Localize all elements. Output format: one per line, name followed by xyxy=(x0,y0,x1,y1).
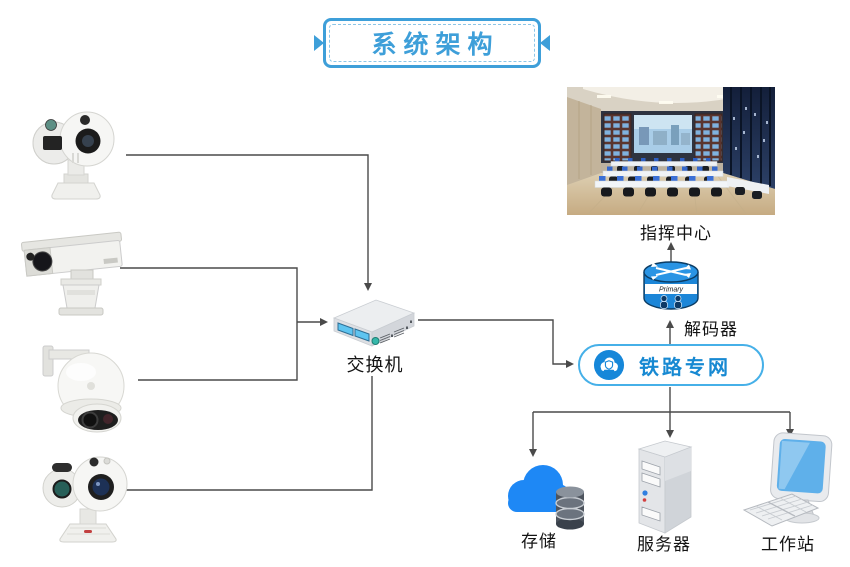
cloud-shield-icon xyxy=(593,349,625,381)
server-label: 服务器 xyxy=(637,535,691,554)
command-center-label: 指挥中心 xyxy=(640,224,712,243)
desktop-computer-icon xyxy=(742,432,833,527)
ptz-dual-sensor-camera-icon xyxy=(42,456,128,543)
diagram-title-box: 系统架构 xyxy=(314,18,550,68)
decoder-badge: Primary xyxy=(659,287,684,294)
long-range-laser-camera-icon xyxy=(20,231,123,316)
ptz-dual-sensor-camera-icon xyxy=(32,111,115,200)
page-title: 系统架构 xyxy=(371,31,500,59)
control-room-photo xyxy=(567,87,775,215)
cloud-database-icon xyxy=(508,465,585,530)
storage-label: 存储 xyxy=(521,532,557,551)
workstation-label: 工作站 xyxy=(761,535,815,554)
railway-network-label: 铁路专网 xyxy=(639,356,731,379)
switch-label: 交换机 xyxy=(346,355,404,375)
title-right-arrow-icon xyxy=(540,35,550,51)
decoder-label: 解码器 xyxy=(684,320,738,339)
server-tower-icon xyxy=(637,440,693,534)
title-left-arrow-icon xyxy=(314,35,324,51)
railway-network-node: 铁路专网 xyxy=(578,344,764,386)
network-switch-icon xyxy=(332,299,416,347)
router-cylinder-icon: Primary xyxy=(643,261,699,310)
speed-dome-camera-icon xyxy=(42,345,125,433)
